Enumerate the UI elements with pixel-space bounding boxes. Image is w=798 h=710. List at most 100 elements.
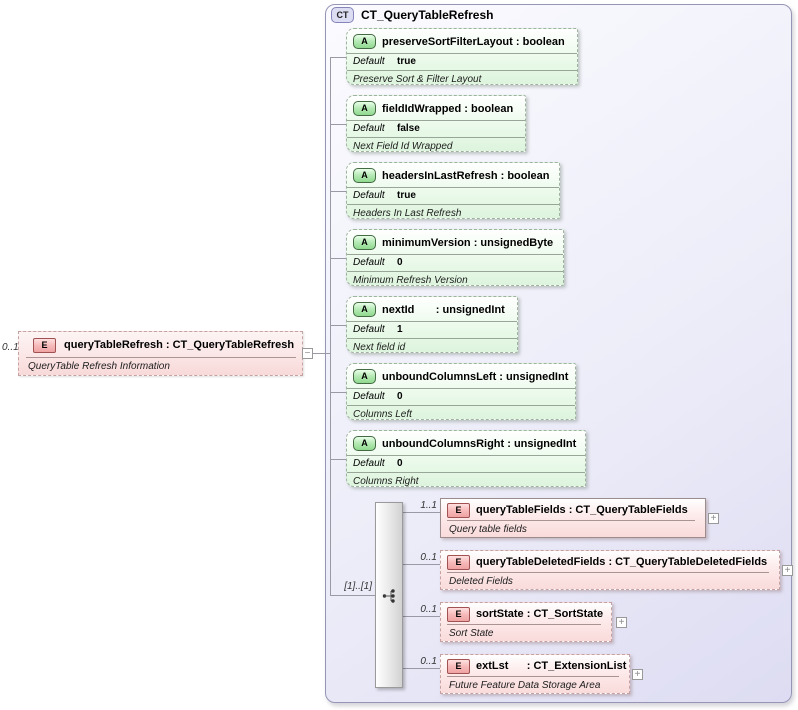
element-icon: E <box>447 606 470 622</box>
default-label: Default <box>353 123 385 134</box>
complex-type-header[interactable]: CT CT_QueryTableRefresh <box>331 7 494 23</box>
element-description: Deleted Fields <box>449 576 513 587</box>
default-label: Default <box>353 391 385 402</box>
element-cardinality: 0..1 <box>420 552 437 563</box>
element-cardinality: 1..1 <box>420 500 437 511</box>
element-description: Sort State <box>449 628 494 639</box>
divider <box>347 53 577 54</box>
expand-icon[interactable]: + <box>782 565 793 576</box>
expand-icon[interactable]: + <box>632 669 643 680</box>
root-element-box[interactable]: E queryTableRefresh : CT_QueryTableRefre… <box>18 331 303 376</box>
divider <box>347 455 585 456</box>
attribute-title: headersInLastRefresh : boolean <box>382 169 550 182</box>
divider <box>347 137 525 138</box>
attribute-description: Columns Left <box>353 409 412 420</box>
default-value: true <box>397 190 416 201</box>
attribute-icon: A <box>353 369 376 384</box>
element-description: Future Feature Data Storage Area <box>449 680 601 691</box>
divider <box>447 520 695 521</box>
attribute-box-nextId[interactable]: A nextId : unsignedInt Default 1 Next fi… <box>346 296 518 353</box>
attribute-stub <box>330 57 346 58</box>
default-value: 0 <box>397 458 403 469</box>
divider <box>447 572 769 573</box>
attribute-title: unboundColumnsRight : unsignedInt <box>382 437 577 450</box>
attribute-icon: A <box>353 101 376 116</box>
divider <box>447 624 601 625</box>
divider <box>26 357 296 358</box>
default-value: false <box>397 123 420 134</box>
default-value: 1 <box>397 324 403 335</box>
attribute-stub <box>330 124 346 125</box>
attribute-box-unboundColumnsLeft[interactable]: A unboundColumnsLeft : unsignedInt Defau… <box>346 363 576 420</box>
expand-icon[interactable]: + <box>708 513 719 524</box>
attribute-title: fieldIdWrapped : boolean <box>382 102 514 115</box>
attribute-stub <box>330 392 346 393</box>
attribute-description: Columns Right <box>353 476 419 487</box>
complex-type-icon: CT <box>331 7 354 23</box>
expand-icon[interactable]: + <box>616 617 627 628</box>
element-icon: E <box>447 554 470 570</box>
element-box-queryTableDeletedFields[interactable]: E queryTableDeletedFields : CT_QueryTabl… <box>440 550 780 590</box>
default-label: Default <box>353 257 385 268</box>
element-icon: E <box>33 337 56 353</box>
element-title: queryTableDeletedFields : CT_QueryTableD… <box>476 556 768 568</box>
attribute-icon: A <box>353 302 376 317</box>
attribute-stub <box>330 325 346 326</box>
attribute-stub <box>330 258 346 259</box>
default-label: Default <box>353 324 385 335</box>
attribute-stub <box>330 459 346 460</box>
attribute-title: unboundColumnsLeft : unsignedInt <box>382 370 569 383</box>
element-connector <box>403 564 440 565</box>
attribute-icon: A <box>353 436 376 451</box>
element-connector <box>403 616 440 617</box>
attribute-icon: A <box>353 168 376 183</box>
sequence-icon <box>381 588 397 609</box>
divider <box>347 338 517 339</box>
default-value: true <box>397 56 416 67</box>
default-label: Default <box>353 458 385 469</box>
attribute-description: Minimum Refresh Version <box>353 275 468 286</box>
attribute-description: Preserve Sort & Filter Layout <box>353 74 482 85</box>
attribute-box-unboundColumnsRight[interactable]: A unboundColumnsRight : unsignedInt Defa… <box>346 430 586 487</box>
sequence-stub <box>330 595 375 596</box>
sequence-cardinality: [1]..[1] <box>344 581 372 592</box>
element-box-queryTableFields[interactable]: E queryTableFields : CT_QueryTableFields… <box>440 498 706 538</box>
attribute-box-headersInLastRefresh[interactable]: A headersInLastRefresh : boolean Default… <box>346 162 560 219</box>
divider <box>347 254 563 255</box>
collapse-icon[interactable]: − <box>302 348 313 359</box>
attribute-box-preserveSortFilterLayout[interactable]: A preserveSortFilterLayout : boolean Def… <box>346 28 578 85</box>
sequence-group-bar[interactable] <box>375 502 403 688</box>
complex-type-title: CT_QueryTableRefresh <box>361 8 494 22</box>
root-element-description: QueryTable Refresh Information <box>28 361 170 372</box>
element-connector <box>403 668 440 669</box>
divider <box>347 388 575 389</box>
element-box-sortState[interactable]: E sortState : CT_SortState Sort State <box>440 602 612 642</box>
divider <box>347 204 559 205</box>
attribute-description: Next Field Id Wrapped <box>353 141 453 152</box>
divider <box>347 70 577 71</box>
divider <box>447 676 619 677</box>
element-box-extLst[interactable]: E extLst : CT_ExtensionList Future Featu… <box>440 654 630 694</box>
default-value: 0 <box>397 257 403 268</box>
divider <box>347 120 525 121</box>
default-label: Default <box>353 56 385 67</box>
root-element-title: queryTableRefresh : CT_QueryTableRefresh <box>64 339 295 351</box>
element-title: queryTableFields : CT_QueryTableFields <box>476 504 688 516</box>
connector-line <box>313 353 331 354</box>
attribute-icon: A <box>353 34 376 49</box>
attribute-icon: A <box>353 235 376 250</box>
element-cardinality: 0..1 <box>420 604 437 615</box>
element-description: Query table fields <box>449 524 527 535</box>
attribute-box-fieldIdWrapped[interactable]: A fieldIdWrapped : boolean Default false… <box>346 95 526 152</box>
attribute-stub <box>330 191 346 192</box>
element-title: extLst : CT_ExtensionList <box>476 660 627 672</box>
attribute-title: nextId : unsignedInt <box>382 303 505 316</box>
divider <box>347 321 517 322</box>
element-cardinality: 0..1 <box>420 656 437 667</box>
element-title: sortState : CT_SortState <box>476 608 604 620</box>
root-cardinality: 0..1 <box>2 342 19 353</box>
element-icon: E <box>447 658 470 674</box>
divider <box>347 271 563 272</box>
attribute-title: minimumVersion : unsignedByte <box>382 236 554 249</box>
attribute-box-minimumVersion[interactable]: A minimumVersion : unsignedByte Default … <box>346 229 564 286</box>
